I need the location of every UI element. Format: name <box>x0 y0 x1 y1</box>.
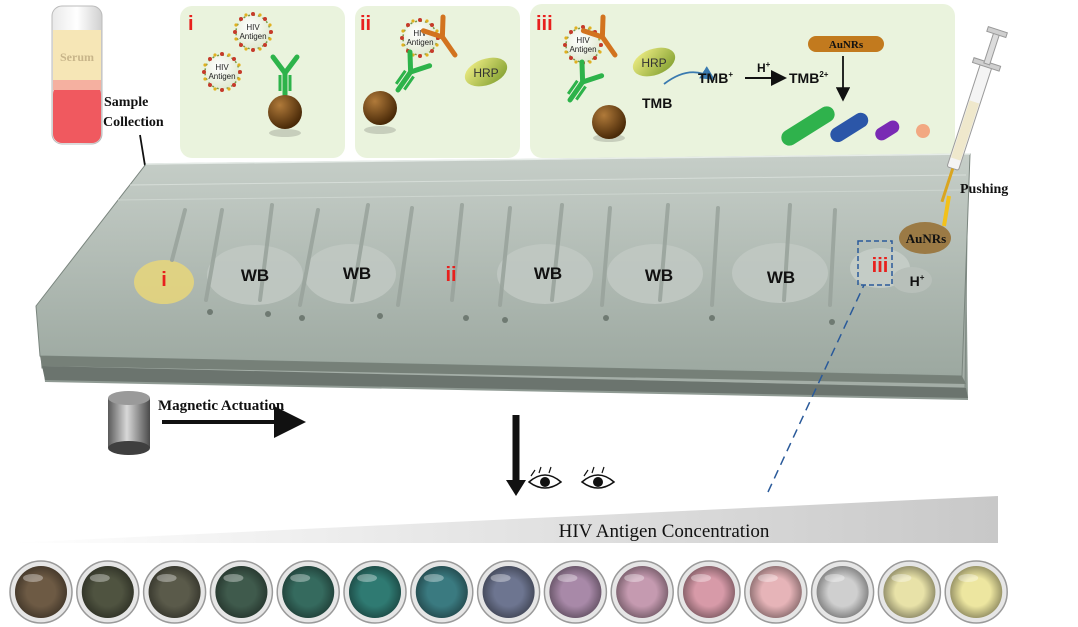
sample-well <box>677 560 741 624</box>
curved-arrow-icon <box>663 66 716 85</box>
concentration-ramp <box>10 496 998 543</box>
wash-buffer-label: WB <box>343 264 371 283</box>
svg-text:HIV: HIV <box>413 29 427 38</box>
sample-well <box>410 560 474 624</box>
zoom-leader-line <box>767 284 865 493</box>
hrp-enzyme-icon <box>632 47 676 77</box>
sample-well <box>209 560 274 624</box>
pushing-arrow <box>942 195 951 227</box>
magnetic-bead-icon <box>268 95 302 129</box>
sample-well <box>810 560 875 624</box>
panel-iii: iii HIV Antigen HRP TMB TMB+ H+ TMB2+ Au… <box>530 4 955 158</box>
hrp-label: HRP <box>641 56 666 70</box>
sample-well <box>276 560 340 624</box>
svg-text:Antigen: Antigen <box>406 38 433 47</box>
sample-well <box>142 560 207 624</box>
hiv-antigen-icon: HIV Antigen <box>232 11 274 53</box>
sample-tube: Serum <box>51 5 103 145</box>
wash-buffer-label: WB <box>241 266 269 285</box>
sample-well <box>944 560 1008 624</box>
chamber-iii-label: iii <box>872 255 889 277</box>
hiv-antigen-icon: HIV Antigen <box>201 51 243 93</box>
svg-text:HIV: HIV <box>576 36 590 45</box>
svg-text:Antigen: Antigen <box>208 72 235 81</box>
tmb-2plus-label: TMB2+ <box>789 70 829 86</box>
panel-i: i HIV Antigen HIV Antigen <box>180 6 345 158</box>
detection-zoom-box <box>857 240 893 286</box>
panel-i-numeral: i <box>188 13 194 35</box>
panel-ii: ii HIV Antigen HRP <box>355 6 520 158</box>
magnetic-bead-icon <box>363 91 397 125</box>
sample-well <box>9 560 73 624</box>
aunrs-label: AuNRs <box>829 39 864 51</box>
aunrs-reservoir <box>899 222 951 254</box>
purple-nanorod-icon <box>875 120 900 141</box>
svg-text:Antigen: Antigen <box>239 32 266 41</box>
hrp-enzyme-icon <box>464 57 508 87</box>
panel-iii-numeral: iii <box>536 13 553 35</box>
magnetic-actuation-label: Magnetic Actuation <box>158 398 285 414</box>
pushing-label: Pushing <box>960 182 1008 197</box>
pink-nanosphere-icon <box>916 124 930 138</box>
magnet-icon <box>108 391 150 455</box>
sample-well <box>76 560 140 624</box>
sample-well <box>476 560 541 624</box>
svg-text:HIV: HIV <box>215 63 229 72</box>
well-row <box>9 560 1008 624</box>
concentration-label: HIV Antigen Concentration <box>559 521 770 542</box>
panel-ii-numeral: ii <box>360 13 371 35</box>
svg-text:HIV: HIV <box>246 23 260 32</box>
sample-well <box>744 560 808 624</box>
sample-caption-1: Sample <box>104 95 148 110</box>
wash-buffer-label: WB <box>767 268 795 287</box>
eye-icon <box>580 466 616 489</box>
chip-acid-label: H+ <box>910 273 925 289</box>
serum-label: Serum <box>60 50 94 64</box>
wash-buffer-label: WB <box>534 264 562 283</box>
syringe-icon <box>940 25 1008 203</box>
magnetic-bead-icon <box>592 105 626 139</box>
svg-text:Antigen: Antigen <box>569 45 596 54</box>
chamber-i-label: i <box>161 269 167 291</box>
eye-icon <box>527 466 563 489</box>
green-nanorod-icon <box>781 106 835 146</box>
sample-caption-2: Collection <box>103 115 164 130</box>
hiv-antigen-icon: HIV Antigen <box>399 17 441 59</box>
microfluidic-chip: i WB WB ii WB WB WB iii H+ AuNRs <box>35 153 971 400</box>
sample-well <box>877 560 942 624</box>
acid-label: H+ <box>757 60 771 75</box>
aunrs-rod-icon <box>808 36 884 52</box>
tmb-plus-label: TMB+ <box>698 70 733 86</box>
sample-well <box>343 560 407 624</box>
blue-nanorod-icon <box>830 112 869 143</box>
tmb-label: TMB <box>642 95 672 111</box>
sample-well <box>543 560 608 624</box>
sample-well <box>610 560 674 624</box>
hrp-label: HRP <box>473 66 498 80</box>
hiv-antigen-icon: HIV Antigen <box>562 24 604 66</box>
chip-aunrs-label: AuNRs <box>906 231 946 246</box>
wash-buffer-label: WB <box>645 266 673 285</box>
chamber-ii-label: ii <box>445 264 456 286</box>
